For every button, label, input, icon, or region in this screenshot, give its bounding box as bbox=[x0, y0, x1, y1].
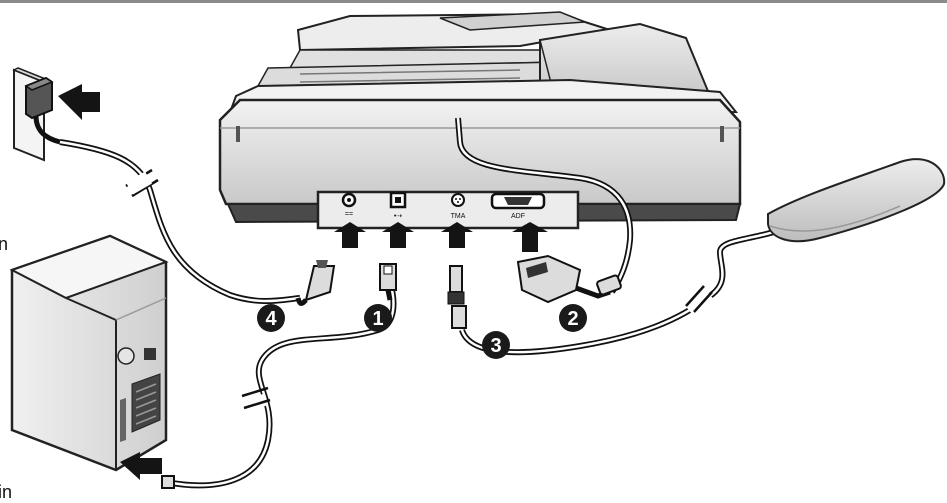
callout-4: 4 bbox=[257, 304, 285, 332]
callout-2-number: 2 bbox=[567, 308, 578, 330]
callout-4-number: 4 bbox=[265, 308, 277, 330]
callout-1: 1 bbox=[364, 304, 392, 332]
power-plug bbox=[298, 260, 334, 304]
adf-port-label: ADF bbox=[511, 213, 525, 220]
tma-plug bbox=[448, 266, 466, 328]
edge-text-fragment-bottom: in bbox=[0, 482, 12, 503]
callout-2: 2 bbox=[559, 304, 587, 332]
edge-text-fragment-mid: n bbox=[0, 234, 8, 255]
power-plug-arrow bbox=[58, 84, 100, 120]
tma-port-label: TMA bbox=[451, 213, 466, 220]
adf-plug bbox=[518, 256, 622, 302]
computer-tower-icon bbox=[12, 236, 166, 470]
callout-3: 3 bbox=[482, 331, 510, 359]
usb-plug-small bbox=[162, 476, 174, 488]
callout-1-number: 1 bbox=[372, 308, 383, 330]
tma-lid-icon bbox=[768, 159, 944, 241]
scanner-icon bbox=[220, 12, 740, 228]
callout-3-number: 3 bbox=[490, 335, 501, 357]
usb-port-label: •⇢ bbox=[394, 213, 402, 220]
power-port-label: == bbox=[345, 211, 353, 218]
tma-cable bbox=[462, 226, 790, 352]
